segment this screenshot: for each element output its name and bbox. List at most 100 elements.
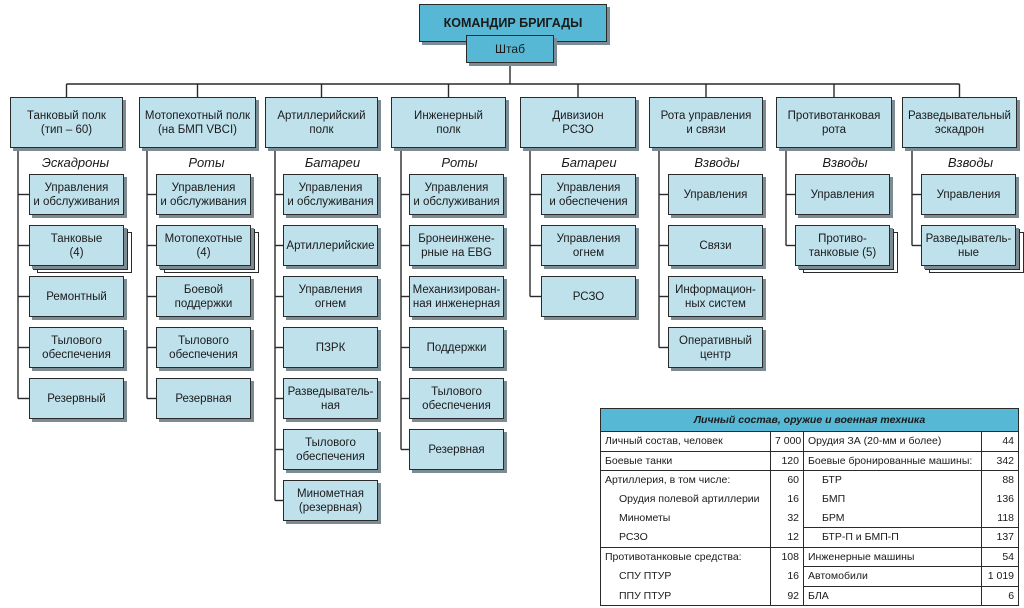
unit-box: Противотанковая рота [776, 97, 892, 148]
subunit-box: Резервный [29, 378, 124, 419]
table-row: Боевые танки 120 Боевые бронированные ма… [600, 450, 1020, 472]
table-cell-value: 120 [770, 450, 804, 472]
subunit-box: Резервная [156, 378, 251, 419]
subunit-box: Управления и обеспечения [541, 174, 636, 215]
table-row: Орудия полевой артиллерии 16 БМП 136 [600, 489, 1020, 509]
equipment-table: Личный состав, оружие и военная техника … [599, 408, 1020, 607]
table-cell-value: 342 [980, 450, 1020, 472]
unit-category-label: Взводы [694, 155, 740, 170]
table-cell-label: СПУ ПТУР [600, 566, 771, 587]
table-title: Личный состав, оружие и военная техника [599, 408, 1020, 432]
table-cell-value: 88 [980, 470, 1020, 490]
table-cell-label: Боевые танки [600, 450, 771, 472]
table-row: Минометы 32 БРМ 118 [600, 508, 1020, 528]
table-cell-value: 60 [770, 470, 804, 490]
subunit-box: Тылового обеспечения [156, 327, 251, 368]
unit-category-label: Взводы [947, 155, 994, 170]
table-cell-label: Боевые бронированные машины: [803, 450, 982, 472]
table-cell-label: БТР-П и БМП-П [803, 526, 982, 548]
subunit-box: Управления и обслуживания [409, 174, 504, 215]
unit-category-label: Взводы [822, 155, 868, 170]
subunit-box: Управления [795, 174, 890, 215]
table-cell-value: 7 000 [770, 431, 804, 452]
headquarters-box: Штаб [466, 35, 554, 63]
table-cell-value: 44 [980, 431, 1020, 452]
subunit-box: Тылового обеспечения [29, 327, 124, 368]
subunit-box: Управления огнем [283, 276, 378, 317]
subunit-box: Боевой поддержки [156, 276, 251, 317]
subunit-box: Связи [668, 225, 763, 266]
table-cell-value: 12 [770, 527, 804, 548]
unit-box: Мотопехотный полк (на БМП VBCI) [139, 97, 256, 148]
table-row: Личный состав, человек 7 000 Орудия ЗА (… [600, 431, 1020, 452]
table-cell-value: 16 [770, 489, 804, 509]
table-cell-value: 136 [980, 489, 1020, 509]
table-cell-label: Орудия ЗА (20-мм и более) [803, 431, 982, 452]
subunit-box: Поддержки [409, 327, 504, 368]
unit-box: Артиллерийский полк [265, 97, 378, 148]
subunit-box: Танковые (4) [29, 225, 124, 266]
table-cell-value: 108 [770, 546, 804, 567]
unit-category-label: Эскадроны [41, 155, 110, 170]
subunit-box: Управления и обслуживания [156, 174, 251, 215]
table-cell-label: РСЗО [600, 527, 771, 548]
table-row: ППУ ПТУР 92 БЛА 6 [600, 585, 1020, 607]
unit-category-label: Роты [188, 155, 225, 170]
table-row: СПУ ПТУР 16 Автомобили 1 019 [600, 566, 1020, 587]
table-cell-value: 54 [980, 546, 1020, 568]
subunit-box: Информацион- ных систем [668, 276, 763, 317]
subunit-box: Тылового обеспечения [409, 378, 504, 419]
unit-category-label: Батареи [304, 155, 361, 170]
unit-category-label: Батареи [561, 155, 617, 170]
table-cell-label: Инженерные машины [803, 546, 982, 568]
unit-box: Инженерный полк [391, 97, 506, 148]
unit-category-label: Роты [441, 155, 478, 170]
subunit-box: Минометная (резервная) [283, 480, 378, 521]
table-row: Артиллерия, в том числе: 60 БТР 88 [600, 470, 1020, 490]
table-cell-label: БТР [803, 470, 982, 490]
subunit-box: Управления и обслуживания [283, 174, 378, 215]
subunit-box: Бронеинжене- рные на EBG [409, 225, 504, 266]
table-cell-value: 137 [980, 526, 1020, 548]
subunit-box: Управления [668, 174, 763, 215]
table-row: Противотанковые средства: 108 Инженерные… [600, 546, 1020, 568]
unit-box: Разведывательный эскадрон [902, 97, 1017, 148]
table-cell-value: 118 [980, 508, 1020, 528]
subunit-box: Тылового обеспечения [283, 429, 378, 470]
table-cell-label: Противотанковые средства: [600, 546, 771, 567]
table-cell-value: 32 [770, 508, 804, 528]
table-cell-label: БЛА [803, 585, 982, 607]
unit-box: Танковый полк (тип – 60) [10, 97, 123, 148]
table-cell-value: 16 [770, 566, 804, 587]
unit-box: Рота управления и связи [649, 97, 763, 148]
subunit-box: Ремонтный [29, 276, 124, 317]
subunit-box: РСЗО [541, 276, 636, 317]
table-cell-label: Автомобили [803, 566, 982, 587]
subunit-box: Механизирован- ная инженерная [409, 276, 504, 317]
subunit-box: Артиллерийские [283, 225, 378, 266]
table-cell-label: Артиллерия, в том числе: [600, 470, 771, 490]
subunit-box: Резервная [409, 429, 504, 470]
subunit-box: ПЗРК [283, 327, 378, 368]
subunit-box: Управления и обслуживания [29, 174, 124, 215]
table-cell-label: ППУ ПТУР [600, 586, 771, 607]
unit-box: Дивизион РСЗО [520, 97, 636, 148]
subunit-box: Мотопехотные (4) [156, 225, 251, 266]
table-cell-value: 6 [980, 585, 1020, 607]
table-cell-label: БРМ [803, 508, 982, 528]
table-cell-label: Минометы [600, 508, 771, 528]
subunit-box: Противо- танковые (5) [795, 225, 890, 266]
table-cell-label: Личный состав, человек [600, 431, 771, 452]
subunit-box: Управления [921, 174, 1016, 215]
table-cell-label: БМП [803, 489, 982, 509]
table-cell-value: 1 019 [980, 566, 1020, 587]
subunit-box: Оперативный центр [668, 327, 763, 368]
subunit-box: Управления огнем [541, 225, 636, 266]
table-row: РСЗО 12 БТР-П и БМП-П 137 [600, 526, 1020, 548]
table-cell-value: 92 [770, 586, 804, 607]
subunit-box: Разведыватель- ная [283, 378, 378, 419]
table-cell-label: Орудия полевой артиллерии [600, 489, 771, 509]
subunit-box: Разведыватель- ные [921, 225, 1016, 266]
table-title-row: Личный состав, оружие и военная техника [599, 408, 1020, 432]
